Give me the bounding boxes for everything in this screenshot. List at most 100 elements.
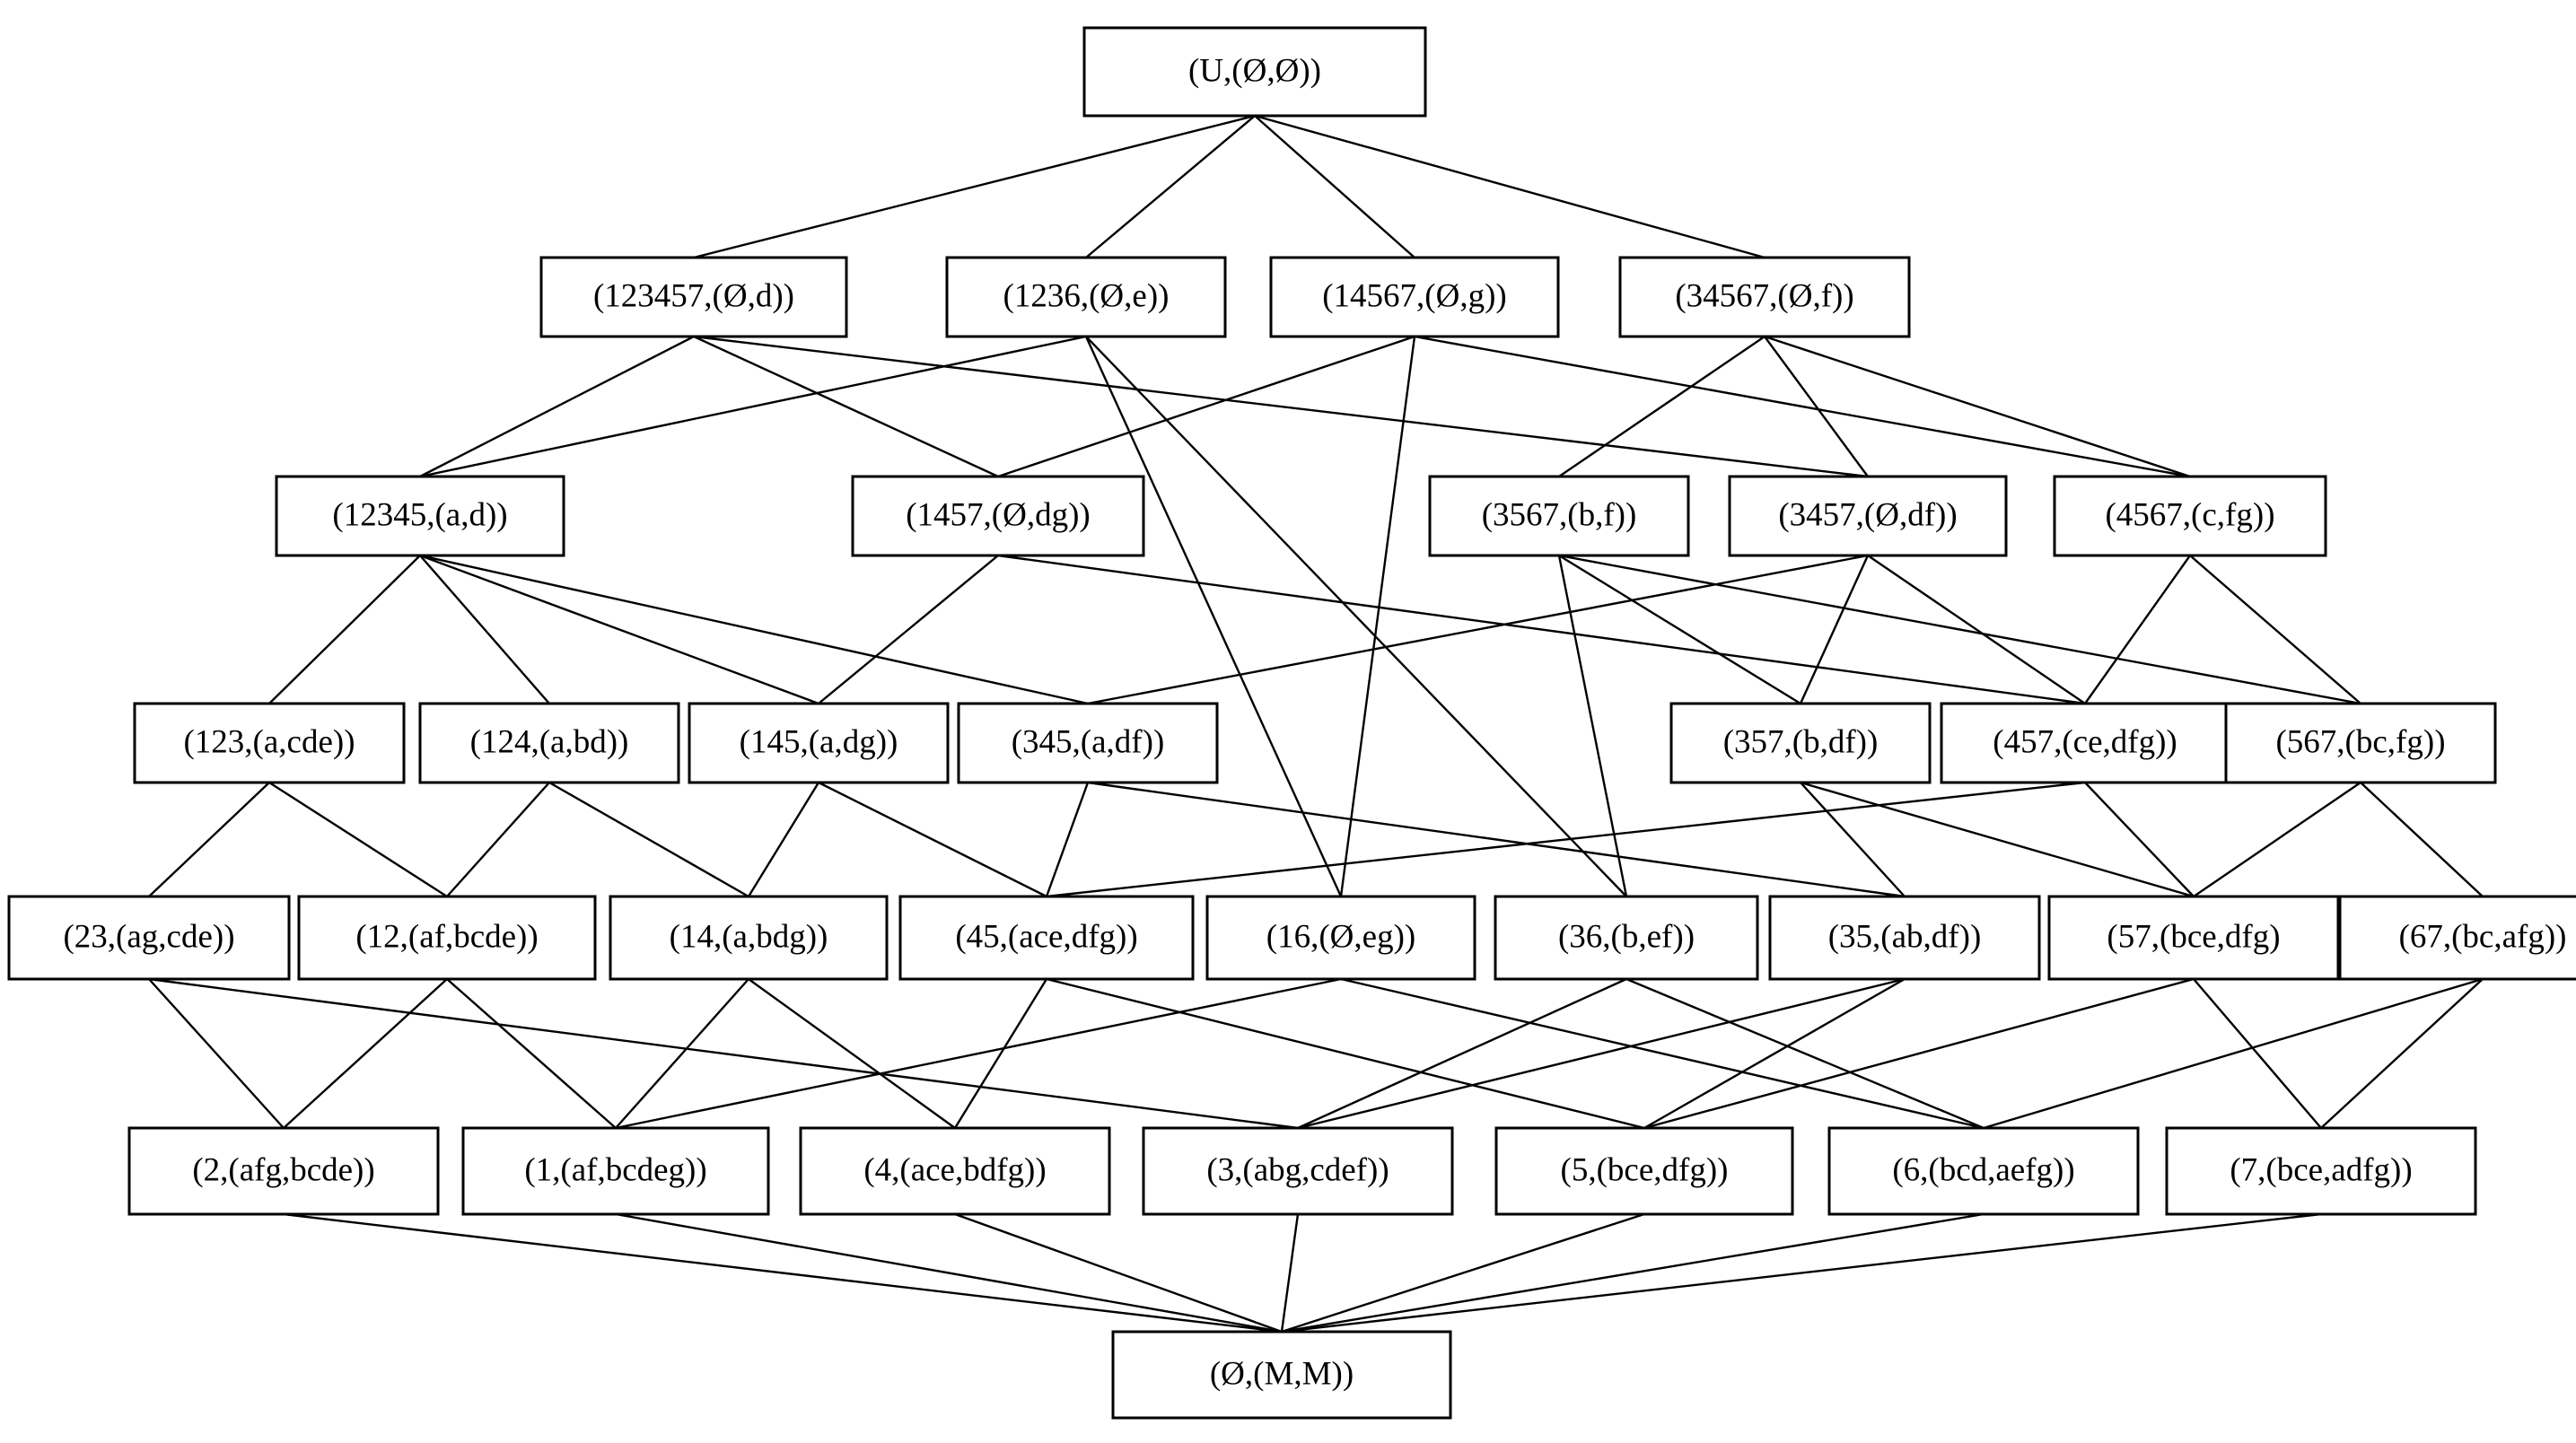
lattice-node[interactable]: (3457,(Ø,df)) — [1728, 475, 2008, 557]
lattice-edge — [1339, 336, 1416, 897]
lattice-node[interactable]: (4567,(c,fg)) — [2053, 475, 2327, 557]
lattice-edge — [419, 555, 550, 704]
lattice-node-box[interactable] — [1618, 256, 1911, 338]
lattice-node[interactable]: (34567,(Ø,f)) — [1618, 256, 1911, 338]
lattice-node-box[interactable] — [133, 702, 406, 784]
lattice-node[interactable]: (Ø,(M,M)) — [1111, 1330, 1452, 1420]
lattice-node[interactable]: (3567,(b,f)) — [1428, 475, 1690, 557]
lattice-edge — [747, 782, 820, 897]
lattice-node-box[interactable] — [418, 702, 680, 784]
lattice-edge — [997, 554, 2086, 705]
lattice-node-box[interactable] — [957, 702, 1219, 784]
lattice-edge — [268, 781, 448, 898]
lattice-edge — [1983, 977, 2484, 1130]
lattice-node[interactable]: (4,(ace,bdfg)) — [799, 1126, 1111, 1216]
lattice-node-label: (1236,(Ø,e)) — [1003, 277, 1170, 314]
lattice-node[interactable]: (45,(ace,dfg)) — [898, 895, 1195, 981]
lattice-node-box[interactable] — [1205, 895, 1476, 981]
lattice-node-box[interactable] — [2047, 895, 2340, 981]
lattice-node[interactable]: (345,(a,df)) — [957, 702, 1219, 784]
lattice-node[interactable]: (7,(bce,adfg)) — [2165, 1126, 2477, 1216]
lattice-node-box[interactable] — [945, 256, 1227, 338]
lattice-node[interactable]: (12,(af,bcde)) — [297, 895, 597, 981]
lattice-node-label: (57,(bce,dfg) — [2107, 918, 2280, 955]
lattice-node[interactable]: (123457,(Ø,d)) — [539, 256, 848, 338]
lattice-node[interactable]: (23,(ag,cde)) — [7, 895, 291, 981]
lattice-node[interactable]: (357,(b,df)) — [1669, 702, 1932, 784]
lattice-node[interactable]: (35,(ab,df)) — [1768, 895, 2041, 981]
lattice-edge — [1084, 336, 1343, 897]
lattice-node[interactable]: (16,(Ø,eg)) — [1205, 895, 1476, 981]
lattice-node-box[interactable] — [1142, 1126, 1454, 1216]
lattice-node-box[interactable] — [688, 702, 950, 784]
lattice-edge — [1087, 554, 1869, 705]
lattice-node-label: (U,(Ø,Ø)) — [1188, 52, 1321, 89]
lattice-node[interactable]: (1,(af,bcdeg)) — [461, 1126, 770, 1216]
lattice-node-box[interactable] — [851, 475, 1145, 557]
lattice-node[interactable]: (567,(bc,fg)) — [2224, 702, 2497, 784]
lattice-node-box[interactable] — [297, 895, 597, 981]
lattice-node-box[interactable] — [2053, 475, 2327, 557]
lattice-node-label: (45,(ace,dfg)) — [955, 918, 1137, 955]
lattice-node[interactable]: (57,(bce,dfg) — [2047, 895, 2340, 981]
lattice-edge — [997, 335, 1415, 478]
lattice-node-box[interactable] — [1111, 1330, 1452, 1420]
lattice-node-box[interactable] — [275, 475, 565, 557]
lattice-node-box[interactable] — [1428, 475, 1690, 557]
lattice-node-box[interactable] — [609, 895, 889, 981]
lattice-edge — [2193, 782, 2361, 897]
lattice-node-box[interactable] — [1082, 26, 1427, 118]
lattice-node[interactable]: (14567,(Ø,g)) — [1269, 256, 1560, 338]
lattice-node-label: (145,(a,dg)) — [740, 723, 898, 760]
lattice-node-box[interactable] — [1728, 475, 2008, 557]
lattice-node-box[interactable] — [898, 895, 1195, 981]
lattice-node[interactable]: (1236,(Ø,e)) — [945, 256, 1227, 338]
lattice-edge — [1800, 782, 1906, 897]
lattice-node[interactable]: (U,(Ø,Ø)) — [1082, 26, 1427, 118]
lattice-node-box[interactable] — [539, 256, 848, 338]
lattice-node[interactable]: (5,(bce,dfg)) — [1494, 1126, 1794, 1216]
lattice-node-box[interactable] — [1827, 1126, 2140, 1216]
lattice-node-box[interactable] — [1940, 702, 2230, 784]
lattice-node-label: (457,(ce,dfg)) — [1993, 723, 2177, 760]
lattice-edge — [268, 555, 421, 704]
lattice-node-box[interactable] — [1494, 1126, 1794, 1216]
lattice-edge — [693, 335, 1869, 478]
lattice-edge — [1764, 336, 1869, 477]
lattice-node-label: (14567,(Ø,g)) — [1322, 277, 1507, 314]
lattice-node[interactable]: (12345,(a,d)) — [275, 475, 565, 557]
lattice-node[interactable]: (123,(a,cde)) — [133, 702, 406, 784]
lattice-node[interactable]: (1457,(Ø,dg)) — [851, 475, 1145, 557]
lattice-node[interactable]: (145,(a,dg)) — [688, 702, 950, 784]
lattice-node[interactable]: (6,(bcd,aefg)) — [1827, 1126, 2140, 1216]
lattice-node-box[interactable] — [127, 1126, 440, 1216]
lattice-node[interactable]: (14,(a,bdg)) — [609, 895, 889, 981]
lattice-node-label: (16,(Ø,eg)) — [1266, 918, 1415, 955]
lattice-node[interactable]: (3,(abg,cdef)) — [1142, 1126, 1454, 1216]
lattice-node[interactable]: (2,(afg,bcde)) — [127, 1126, 440, 1216]
lattice-node-box[interactable] — [2338, 895, 2576, 981]
lattice-edge — [1254, 115, 1415, 258]
lattice-node-box[interactable] — [7, 895, 291, 981]
lattice-node-box[interactable] — [1768, 895, 2041, 981]
lattice-node-box[interactable] — [1494, 895, 1759, 981]
lattice-node[interactable]: (67,(bc,afg)) — [2338, 895, 2576, 981]
edge-layer — [148, 114, 2484, 1334]
lattice-edge — [615, 978, 749, 1129]
lattice-node-label: (34567,(Ø,f)) — [1675, 277, 1853, 314]
lattice-node-label: (3,(abg,cdef)) — [1206, 1151, 1389, 1188]
lattice-node-box[interactable] — [461, 1126, 770, 1216]
lattice-node-box[interactable] — [1669, 702, 1932, 784]
lattice-edge — [446, 978, 617, 1129]
lattice-edge — [1558, 554, 2361, 705]
lattice-node-box[interactable] — [2165, 1126, 2477, 1216]
lattice-node-box[interactable] — [1269, 256, 1560, 338]
lattice-node-box[interactable] — [799, 1126, 1111, 1216]
lattice-node[interactable]: (36,(b,ef)) — [1494, 895, 1759, 981]
lattice-node[interactable]: (124,(a,bd)) — [418, 702, 680, 784]
lattice-edge — [283, 978, 448, 1129]
lattice-node[interactable]: (457,(ce,dfg)) — [1940, 702, 2230, 784]
lattice-edge — [2360, 782, 2484, 897]
lattice-edge — [1281, 1212, 1645, 1334]
lattice-node-box[interactable] — [2224, 702, 2497, 784]
